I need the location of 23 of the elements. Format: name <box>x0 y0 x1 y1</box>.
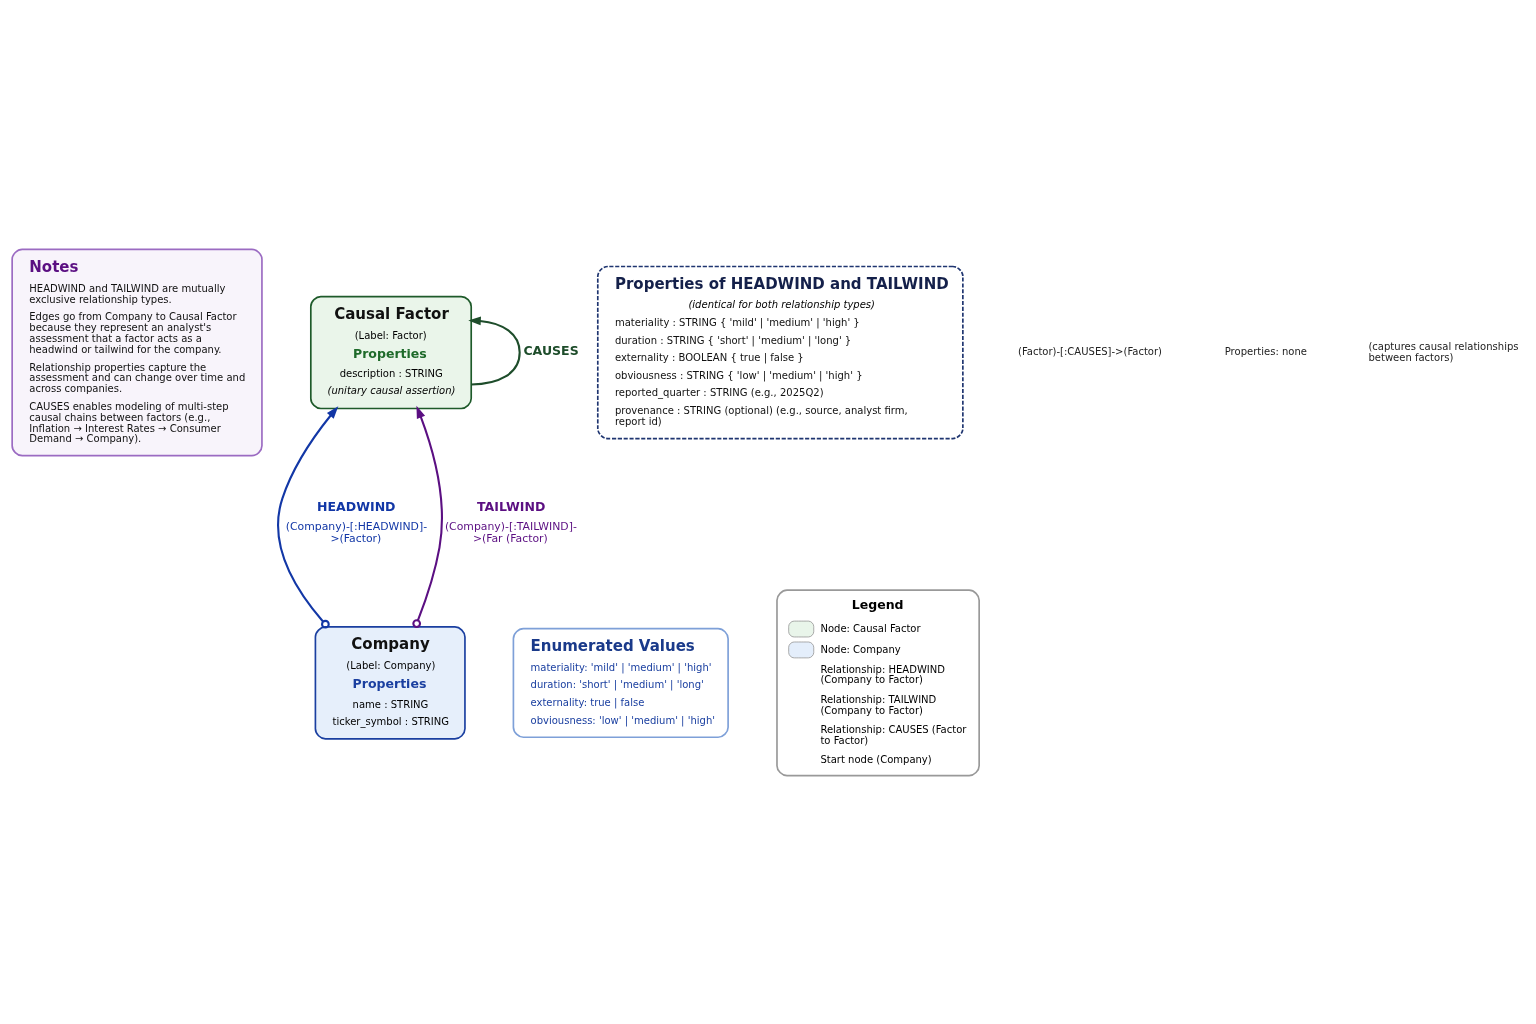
node-box: Properties of HEADWIND and TAILWIND (identical for both relationship types) materiality : STRING { 'mild' | 'medium' | 'high' } duration : STRING { 'short' | 'medium' | 'long' } externality : BOOLEAN { true | false } obviousness : STRING { 'low' | 'medium' | 'high' } reported_quarter : STRING (e.g., 2025Q2) provenance : STRING (optional) (e.g., source, analyst firm, report id) <box>596 265 964 439</box>
label: Properties: none <box>1224 345 1307 357</box>
legend-label: Relationship: HEADWIND (Company to Factor) <box>820 663 945 685</box>
edge-label: HEADWIND <box>317 498 396 514</box>
node-box: Notes HEADWIND and TAILWIND are mutually exclusive relationship types. Edges go from Company to Causal Factor because they represent an analyst's assessment that a factor acts as a headwind or tailwind for the company. Relationship properties capture the assessment and can change over time and across companies. CAUSES enables modeling of multi-step causal chains between factors (e.g., Inflation → Interest Rates → Consumer Demand → Company). <box>11 248 263 457</box>
node-box: Company (Label: Company) Properties name : STRING ticker_symbol : STRING <box>314 625 466 740</box>
label: (Factor)-[:CAUSES]->(Factor) <box>1018 345 1162 357</box>
edge-label: CAUSES <box>523 342 579 358</box>
legend-label: Node: Company <box>820 643 901 655</box>
arrow <box>277 405 339 629</box>
legend-label: Node: Causal Factor <box>820 622 921 634</box>
arrow <box>412 405 443 628</box>
label: (captures causal relationships between factors) <box>1368 340 1519 363</box>
label: (Company)-[:HEADWIND]->(Factor) <box>285 519 428 545</box>
edge-label: TAILWIND <box>477 498 546 514</box>
arrow <box>468 316 521 385</box>
label: Legend <box>851 596 904 612</box>
legend-label: Start node (Company) <box>820 753 932 765</box>
node-box: Causal Factor (Label: Factor) Properties description : STRING (unitary causal assertion) <box>309 295 473 409</box>
node-box: Enumerated Values materiality: 'mild' | 'medium' | 'high' duration: 'short' | 'medium' | 'long' externality: true | false obviousness: 'low' | 'medium' | 'high' <box>512 627 729 738</box>
legend-label: Relationship: TAILWIND (Company to Factor) <box>820 693 937 715</box>
legend-label: Relationship: CAUSES (Factor to Factor) <box>820 723 967 746</box>
label: (Company)-[:TAILWIND]->(Far (Factor) <box>444 519 577 545</box>
